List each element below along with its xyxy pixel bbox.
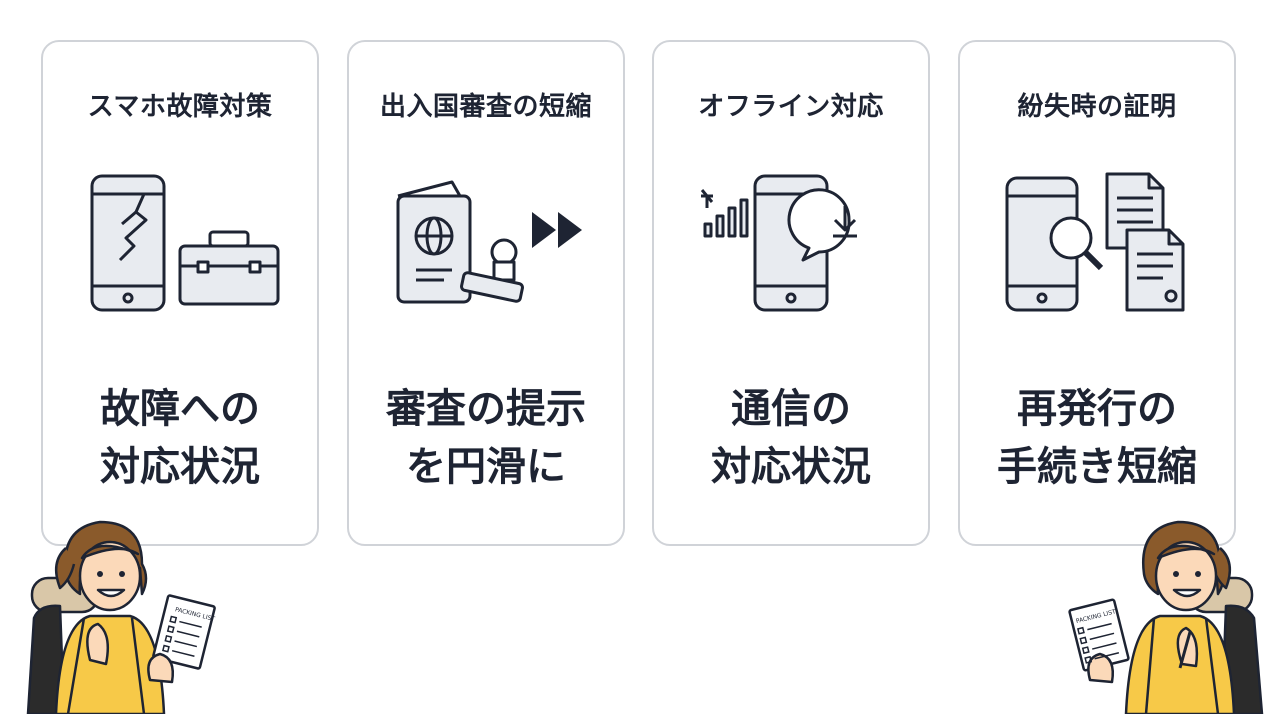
desc-line-1: 通信の [731,386,851,432]
card-loss-proof: 紛失時の証明 再発行の 手続き短縮 [958,40,1236,546]
card-title: 出入国審査の短縮 [379,92,592,122]
desc-line-1: 再発行の [1017,386,1177,432]
desc-line-2: 手続き短縮 [997,444,1197,490]
desc-line-2: 対応状況 [100,444,260,490]
card-immigration: 出入国審査の短縮 審査の提示 を円滑に [347,40,625,546]
card-description: 再発行の 手続き短縮 [960,380,1234,496]
desc-line-2: を円滑に [406,444,566,490]
card-title: スマホ故障対策 [87,92,273,122]
broken-phone-toolbox-icon [90,174,280,312]
card-phone-damage: スマホ故障対策 故障への 対応状況 [41,40,319,546]
phone-search-documents-icon [1005,172,1185,312]
desc-line-1: 故障への [100,386,260,432]
traveler-illustration-left: PACKING LIST [26,520,216,714]
offline-download-phone-icon [700,174,857,312]
card-offline: オフライン対応 通信の 対応状況 [652,40,930,546]
card-title: 紛失時の証明 [1017,92,1177,122]
card-description: 通信の 対応状況 [654,380,928,496]
desc-line-2: 対応状況 [711,444,871,490]
card-description: 故障への 対応状況 [43,380,317,496]
desc-line-1: 審査の提示 [386,386,586,432]
card-description: 審査の提示 を円滑に [349,380,623,496]
traveler-illustration-right: PACKING LIST [1068,520,1264,714]
passport-stamp-fast-forward-icon [396,180,582,304]
card-title: オフライン対応 [698,92,884,122]
